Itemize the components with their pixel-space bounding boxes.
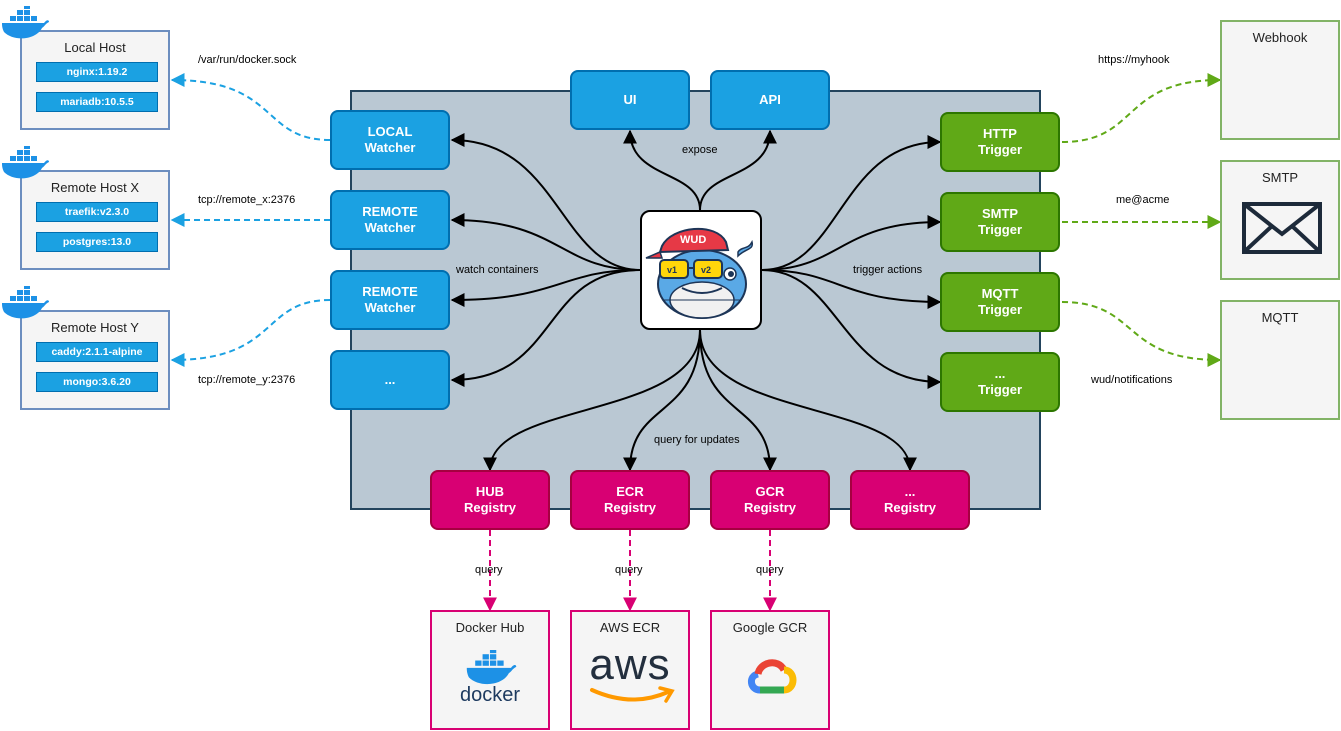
provider-google-gcr: Google GCR <box>710 610 830 730</box>
container-tag: nginx:1.19.2 <box>36 62 158 82</box>
query-label: query <box>615 564 643 576</box>
watcher-line1: LOCAL <box>367 124 413 139</box>
registry-gcr: GCR Registry <box>710 470 830 530</box>
registry-line1: HUB <box>475 484 505 499</box>
registry-ecr: ECR Registry <box>570 470 690 530</box>
ui-label: UI <box>623 92 637 107</box>
docker-whale-icon <box>2 6 49 39</box>
amazon-smile-icon <box>590 686 675 703</box>
host-remote-x: Remote Host X traefik:v2.3.0 postgres:13… <box>20 170 170 270</box>
wire-target-webhook <box>1061 73 1222 143</box>
target-mqtt: MQTT <box>1220 300 1340 420</box>
aws-logo-text: aws <box>589 640 671 689</box>
docker-whale-icon <box>2 146 49 179</box>
wire-host-y <box>170 299 331 367</box>
docker-whale-icon <box>2 286 49 319</box>
registry-line2: Registry <box>463 500 517 515</box>
target-title: MQTT <box>1261 310 1299 325</box>
trigger-more: ... Trigger <box>940 352 1060 412</box>
host-remote-y: Remote Host Y caddy:2.1.1-alpine mongo:3… <box>20 310 170 410</box>
watcher-local: LOCAL Watcher <box>330 110 450 170</box>
wud-whale-icon: WUD v1 v2 <box>645 228 754 319</box>
docker-logo-text: docker <box>459 684 521 706</box>
registry-line1: ... <box>904 484 916 499</box>
host-link-label: tcp://remote_y:2376 <box>198 374 296 386</box>
registry-line1: GCR <box>755 484 785 499</box>
query-label: query <box>475 564 503 576</box>
query-for-updates-label: query for updates <box>654 434 740 446</box>
provider-docker-hub: Docker Hub docker <box>430 610 550 730</box>
registry-line1: ECR <box>616 484 644 499</box>
host-local: Local Host nginx:1.19.2 mariadb:10.5.5 <box>20 30 170 130</box>
watcher-line2: Watcher <box>364 140 416 155</box>
provider-title: Docker Hub <box>455 620 525 635</box>
expose-label: expose <box>682 144 718 156</box>
watcher-line2: Watcher <box>364 220 416 235</box>
ui-box: UI <box>570 70 690 130</box>
watcher-remote-y: REMOTE Watcher <box>330 270 450 330</box>
trigger-smtp: SMTP Trigger <box>940 192 1060 252</box>
target-smtp: SMTP <box>1220 160 1340 280</box>
trigger-line1: ... <box>994 366 1006 381</box>
trigger-line1: SMTP <box>981 206 1019 221</box>
trigger-line2: Trigger <box>977 222 1023 237</box>
query-label: query <box>756 564 784 576</box>
host-title: Remote Host X <box>50 180 140 195</box>
container-tag: caddy:2.1.1-alpine <box>36 342 158 362</box>
registry-more: ... Registry <box>850 470 970 530</box>
wire-target-mqtt <box>1061 301 1222 367</box>
container-tag: mongo:3.6.20 <box>36 372 158 392</box>
envelope-icon <box>1242 202 1322 254</box>
provider-title: AWS ECR <box>599 620 661 635</box>
registry-line2: Registry <box>883 500 937 515</box>
provider-title: Google GCR <box>732 620 808 635</box>
mascot-cap-text: WUD <box>680 234 706 246</box>
trigger-actions-label: trigger actions <box>853 264 923 276</box>
trigger-line2: Trigger <box>977 302 1023 317</box>
trigger-line1: HTTP <box>983 126 1017 141</box>
trigger-line2: Trigger <box>977 142 1023 157</box>
target-link-label: wud/notifications <box>1091 374 1173 386</box>
registry-hub: HUB Registry <box>430 470 550 530</box>
docker-whale-icon <box>466 650 517 685</box>
target-title: SMTP <box>1261 170 1299 185</box>
target-link-label: https://myhook <box>1098 54 1170 66</box>
mascot-lens-right: v2 <box>701 265 711 275</box>
trigger-line2: Trigger <box>977 382 1023 397</box>
watcher-line1: ... <box>384 372 396 387</box>
target-title: Webhook <box>1252 30 1308 45</box>
api-box: API <box>710 70 830 130</box>
target-webhook: Webhook <box>1220 20 1340 140</box>
host-link-label: /var/run/docker.sock <box>198 54 297 66</box>
container-tag: traefik:v2.3.0 <box>36 202 158 222</box>
host-title: Local Host <box>64 40 126 55</box>
trigger-http: HTTP Trigger <box>940 112 1060 172</box>
container-tag: mariadb:10.5.5 <box>36 92 158 112</box>
google-cloud-icon <box>748 659 797 694</box>
watcher-line1: REMOTE <box>362 284 418 299</box>
watcher-line2: Watcher <box>364 300 416 315</box>
watcher-remote-x: REMOTE Watcher <box>330 190 450 250</box>
target-link-label: me@acme <box>1116 194 1170 206</box>
trigger-line1: MQTT <box>981 286 1019 301</box>
watch-containers-label: watch containers <box>456 264 539 276</box>
api-label: API <box>759 92 781 107</box>
provider-aws-ecr: AWS ECR aws <box>570 610 690 730</box>
container-tag: postgres:13.0 <box>36 232 158 252</box>
wud-mascot: WUD v1 v2 <box>640 210 762 330</box>
mascot-lens-left: v1 <box>667 265 677 275</box>
host-link-label: tcp://remote_x:2376 <box>198 194 296 206</box>
watcher-line1: REMOTE <box>362 204 418 219</box>
watcher-more: ... <box>330 350 450 410</box>
registry-line2: Registry <box>743 500 797 515</box>
trigger-mqtt: MQTT Trigger <box>940 272 1060 332</box>
wire-host-local <box>170 73 331 141</box>
host-title: Remote Host Y <box>51 320 139 335</box>
registry-line2: Registry <box>603 500 657 515</box>
